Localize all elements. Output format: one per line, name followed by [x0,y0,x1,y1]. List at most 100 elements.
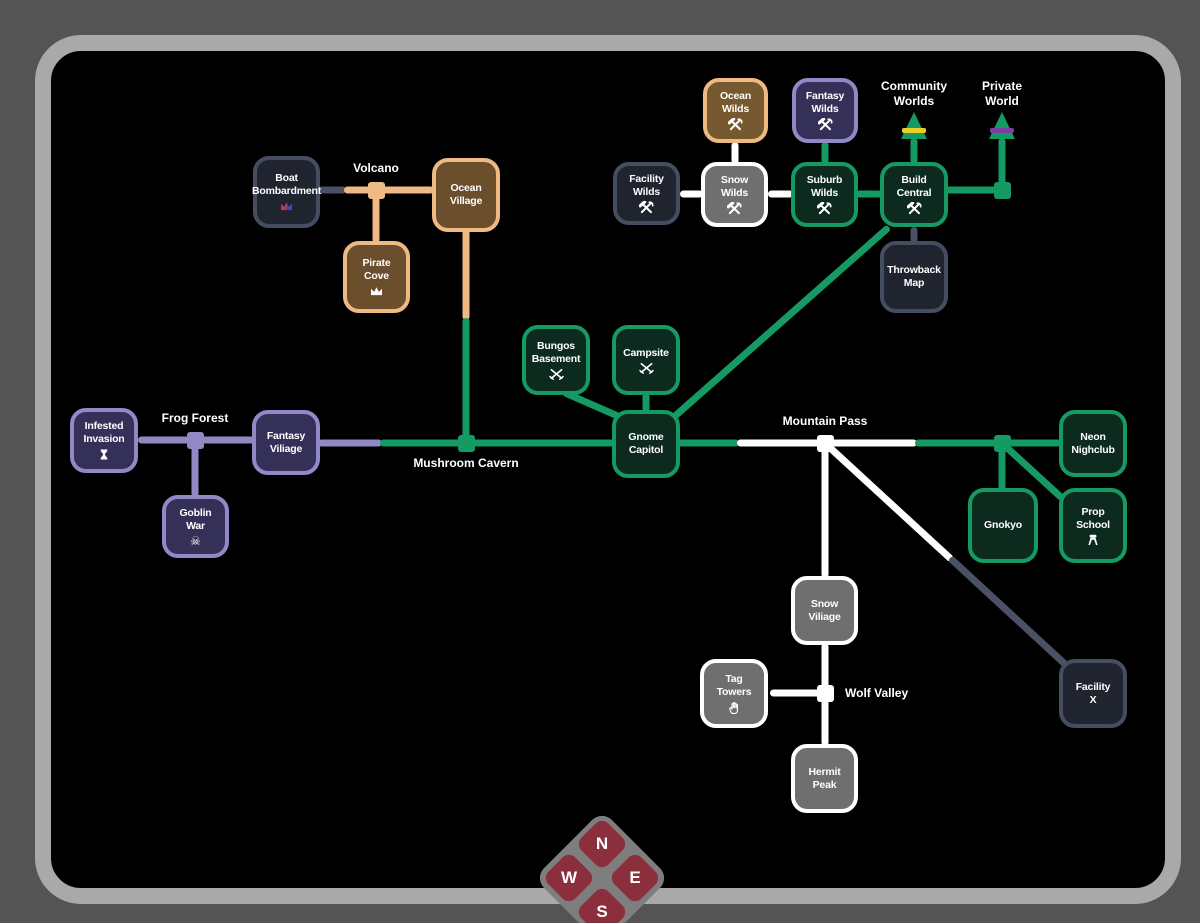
arrow-label-community-worlds: Worlds [893,94,935,108]
node-label: Wilds [811,103,839,115]
tick-private-world [990,128,1014,133]
node-label: Snow [810,597,839,610]
arrow-label-private-world: Private [981,79,1023,93]
node-label: Capitol [628,444,664,456]
junction-mushroom-cavern [457,434,475,452]
compass-letter-W: W [560,868,578,887]
node-label: Ocean [719,90,752,102]
node-label: Cove [364,270,389,282]
world-arrow-private-world [989,112,1015,139]
node-label: Central [896,187,932,199]
node-label: Towers [716,685,752,698]
map-route [678,439,739,447]
map-route [318,186,346,194]
junction-label-mountain-pass: Mountain Pass [782,414,868,428]
map-route [318,439,382,447]
node-label: X [1089,693,1097,706]
map-route [821,443,829,578]
crown-redblue-icon [279,200,294,212]
node-label: Bombardment [252,185,321,197]
map-route [910,138,918,164]
map-route [462,318,470,445]
map-route [462,228,470,320]
junction-frog-forest [186,431,204,449]
tools-icon [728,118,743,131]
node-gnokyo[interactable]: Gnokyo [968,488,1038,563]
node-label: Infested [84,420,124,432]
node-label: Village [449,195,483,207]
map-route [856,190,882,198]
node-label: Wilds [721,187,748,199]
junction-east-mid [993,434,1011,452]
hourglass-icon [99,448,109,461]
map-route [915,439,1004,447]
arrow-label-private-world: World [985,94,1019,108]
map-route [946,186,1004,194]
node-label: Facility [629,173,664,185]
compass-letter-S: S [596,902,608,921]
node-label: Facility [1075,680,1111,693]
node-label: Hermit [808,765,841,778]
junction-label-mushroom-cavern: Mushroom Cavern [413,456,519,470]
node-label: Viliage [269,442,303,455]
node-label: Goblin [179,506,212,519]
node-label: Boat [275,172,298,184]
node-label: Bungos [537,340,575,352]
node-label: Throwback [887,264,941,276]
tools-icon [727,202,742,215]
map-route [821,142,829,164]
crown-white-icon [369,285,384,297]
node-label: Neon [1080,430,1106,443]
hand-icon [728,701,741,715]
tools-icon [906,202,922,215]
junction-east-top [993,181,1011,199]
node-label: Wilds [633,186,660,198]
map-frame [35,35,1181,904]
tick-community-worlds [902,128,926,133]
node-label: Gnokyo [984,519,1022,531]
node-label: Peak [812,778,837,791]
compass-letter-N: N [595,834,609,853]
map-route [1002,439,1061,447]
junction-label-volcano: Volcano [353,161,399,175]
node-label: Fantasy [266,429,306,442]
map-route [344,186,434,194]
world-arrow-community-worlds [901,112,927,139]
swords-icon [548,368,564,380]
junction-wolf-valley [816,684,834,702]
compass-letter-E: E [629,868,641,887]
junction-label-wolf-valley: Wolf Valley [845,686,909,700]
tools-icon [817,118,833,131]
junction-mountain-pass [816,434,834,452]
node-label: Wilds [722,103,749,115]
node-label: Ocean [450,182,482,194]
node-label: Prop [1081,505,1105,518]
node-campsite[interactable]: Campsite [612,325,680,395]
node-label: Viliage [808,610,841,623]
node-label: Campsite [623,346,669,359]
swords-icon [638,362,654,374]
node-label: Map [903,277,925,289]
